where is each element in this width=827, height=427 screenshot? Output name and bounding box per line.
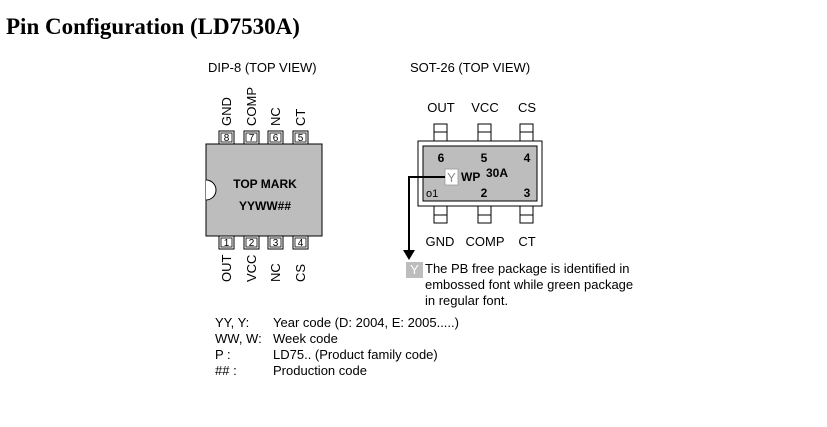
- note-line: in regular font.: [425, 293, 509, 308]
- dip-pin-num: 2: [249, 238, 255, 249]
- sot-pin-name: COMP: [466, 234, 505, 249]
- sot-pin-name: OUT: [427, 100, 455, 115]
- dip-bottom-pin: 4 CS: [292, 235, 309, 282]
- sot-lead: [433, 123, 448, 142]
- sot-pin-name: CS: [518, 100, 536, 115]
- dip-pin-name: GND: [219, 97, 234, 126]
- sot-pin1-marker: o1: [426, 188, 438, 200]
- sot-lead: [477, 205, 492, 224]
- legend-value: Production code: [273, 363, 367, 378]
- sot-heading: SOT-26 (TOP VIEW): [410, 60, 531, 75]
- dip-package: 8 GND 7 COMP 6 NC 5 CT 1 OUT: [205, 87, 323, 283]
- legend-value: Week code: [273, 331, 338, 346]
- legend-key: WW, W:: [215, 331, 262, 346]
- dip-pin-name: VCC: [244, 255, 259, 282]
- sot-pin-num: 6: [438, 151, 445, 165]
- dip-pin-name: COMP: [244, 87, 259, 126]
- sot-lead: [477, 123, 492, 142]
- dip-bottom-pin: 1 OUT: [218, 235, 235, 283]
- dip-pin-name: OUT: [219, 255, 234, 283]
- sot-wp: WP: [461, 170, 480, 184]
- note-line: embossed font while green package: [425, 277, 634, 292]
- sot-pin-num: 2: [481, 186, 488, 200]
- dip-top-pin: 7 COMP: [243, 87, 260, 145]
- legend-key: ## :: [215, 363, 237, 378]
- sot-pin-name: CT: [518, 234, 535, 249]
- dip-pin-name: CT: [293, 109, 308, 126]
- dip-heading: DIP-8 (TOP VIEW): [208, 60, 317, 75]
- sot-pin-num: 4: [524, 151, 531, 165]
- dip-pin-num: 7: [249, 133, 255, 144]
- pointer-line: [408, 176, 445, 252]
- page-title: Pin Configuration (LD7530A): [6, 14, 300, 39]
- sot-lead: [519, 123, 534, 142]
- dip-pin-num: 3: [273, 238, 279, 249]
- dip-bottom-pin: 2 VCC: [243, 235, 260, 282]
- sot-pin-num: 5: [481, 151, 488, 165]
- dip-top-mark: TOP MARK: [233, 177, 297, 191]
- sot-y-marker: Y: [447, 170, 456, 185]
- dip-pin-num: 5: [298, 133, 304, 144]
- sot-pin-num: 3: [524, 186, 531, 200]
- dip-body: [205, 143, 323, 237]
- dip-top-pin: 6 NC: [267, 107, 284, 145]
- dip-pin-num: 8: [224, 133, 230, 144]
- legend-key: P :: [215, 347, 231, 362]
- sot-package: OUT VCC CS 6 5 4 Y WP 30A o1 2 3 GND COM…: [403, 100, 543, 260]
- dip-pin-name: NC: [268, 263, 283, 282]
- sot-lead: [433, 205, 448, 224]
- dip-pin-num: 4: [298, 238, 304, 249]
- dip-pin-num: 6: [273, 133, 279, 144]
- note-y-marker: Y: [406, 262, 423, 278]
- dip-top-pin: 8 GND: [218, 97, 235, 145]
- legend-key: YY, Y:: [215, 315, 250, 330]
- dip-notch: [205, 179, 217, 201]
- dip-top-pin: 5 CT: [292, 109, 309, 145]
- sot-pin-name: VCC: [471, 100, 498, 115]
- sot-pin-name: GND: [426, 234, 455, 249]
- dip-date-code: YYWW##: [239, 199, 291, 213]
- note-line: The PB free package is identified in: [425, 261, 630, 276]
- sot-body: [422, 145, 538, 202]
- sot-code: 30A: [486, 166, 508, 180]
- dip-pin-num: 1: [224, 238, 230, 249]
- pointer-arrow: [403, 250, 415, 260]
- sot-lead: [519, 205, 534, 224]
- pb-free-note: The PB free package is identified in emb…: [425, 261, 633, 309]
- legend-value: LD75.. (Product family code): [273, 347, 438, 362]
- dip-pin-name: NC: [268, 107, 283, 126]
- legend-value: Year code (D: 2004, E: 2005.....): [273, 315, 459, 330]
- dip-pin-name: CS: [293, 264, 308, 282]
- dip-bottom-pin: 3 NC: [267, 235, 284, 282]
